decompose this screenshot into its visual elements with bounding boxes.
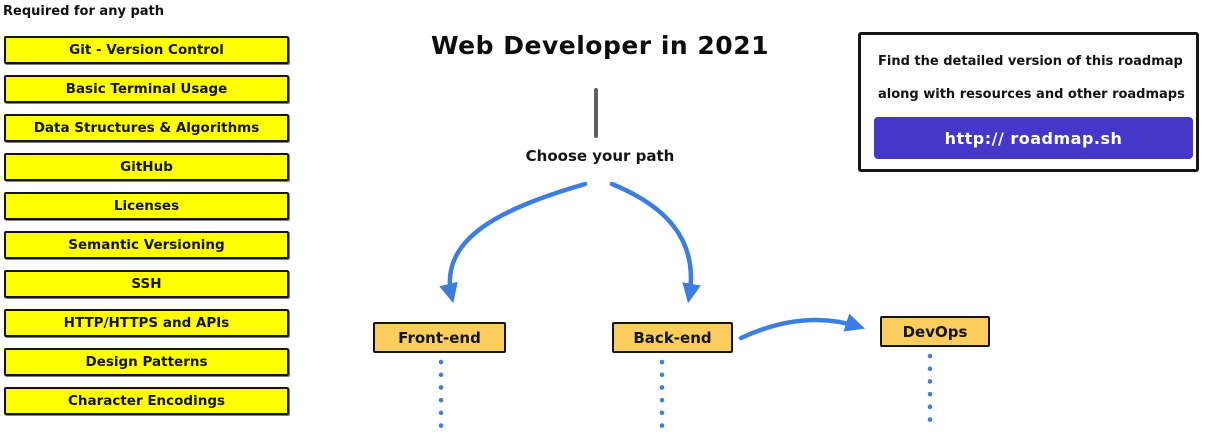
topic-node-design-patterns[interactable]: Design Patterns	[4, 348, 289, 376]
topic-node-github[interactable]: GitHub	[4, 153, 289, 181]
topic-node-ssh[interactable]: SSH	[4, 270, 289, 298]
arrow-backend-to-devops	[738, 313, 866, 341]
arrow-to-back-end	[609, 181, 701, 304]
topic-node-dsa[interactable]: Data Structures & Algorithms	[4, 114, 289, 142]
page-title: Web Developer in 2021	[431, 31, 769, 60]
path-node-devops[interactable]: DevOps	[880, 316, 990, 347]
topic-node-git[interactable]: Git - Version Control	[4, 36, 289, 64]
choose-path-label: Choose your path	[525, 147, 675, 165]
arrow-to-front-end	[439, 181, 588, 304]
topic-node-terminal[interactable]: Basic Terminal Usage	[4, 75, 289, 103]
roadmap-info-box: Find the detailed version of this roadma…	[858, 32, 1199, 172]
topic-node-http[interactable]: HTTP/HTTPS and APIs	[4, 309, 289, 337]
info-text-line2: along with resources and other roadmaps	[878, 87, 1185, 102]
sidebar-required-topics: Git - Version Control Basic Terminal Usa…	[4, 36, 289, 415]
topic-node-semver[interactable]: Semantic Versioning	[4, 231, 289, 259]
sidebar-heading: Required for any path	[3, 4, 165, 19]
roadmap-url-button[interactable]: http:// roadmap.sh	[874, 117, 1193, 159]
topic-node-licenses[interactable]: Licenses	[4, 192, 289, 220]
title-stem-line	[594, 88, 598, 138]
info-text-line1: Find the detailed version of this roadma…	[878, 54, 1183, 69]
path-node-back-end[interactable]: Back-end	[612, 322, 733, 353]
topic-node-char-encodings[interactable]: Character Encodings	[4, 387, 289, 415]
path-node-front-end[interactable]: Front-end	[373, 322, 506, 353]
